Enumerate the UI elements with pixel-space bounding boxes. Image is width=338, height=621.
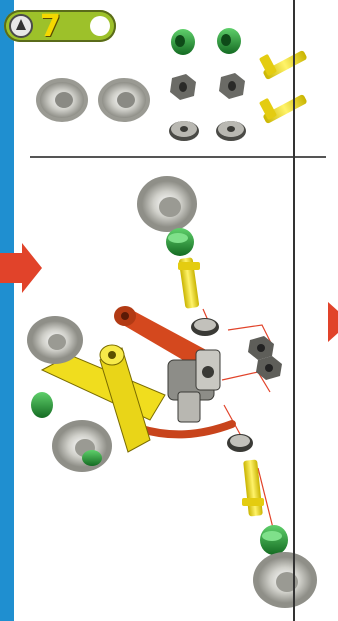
- bottom-green-hub: [260, 525, 288, 555]
- top-washer: [191, 318, 219, 336]
- left-upper-wheel: [27, 316, 83, 364]
- tray-hex-nut-1: [170, 74, 196, 100]
- red-tie-rod: [138, 424, 232, 434]
- tray-axle-bolt-2: [259, 94, 308, 124]
- tray-washer-1: [169, 121, 199, 141]
- knuckle-hex-nut-1: [248, 336, 274, 360]
- page-fold-line: [293, 0, 295, 621]
- tray-green-hub-2: [217, 28, 241, 54]
- prev-page-arrow: [0, 243, 42, 293]
- bottom-axle-bolt: [242, 459, 264, 516]
- tray-green-hub-1: [171, 29, 195, 55]
- next-page-arrow: [328, 302, 338, 342]
- left-green-hub: [31, 392, 53, 418]
- knuckle-hex-nut-2: [256, 356, 282, 380]
- bottom-wheel: [253, 552, 317, 608]
- steering-knuckle: [168, 350, 220, 422]
- top-axle-bolt: [178, 257, 200, 308]
- tray-tire-1: [36, 78, 88, 122]
- tray-hex-nut-2: [219, 73, 245, 99]
- left-lower-wheel: [52, 420, 112, 472]
- tray-washer-2: [216, 121, 246, 141]
- tray-tire-2: [98, 78, 150, 122]
- top-wheel: [137, 176, 197, 232]
- lower-green-hub: [82, 450, 102, 466]
- top-green-hub: [166, 228, 194, 256]
- bottom-washer: [227, 434, 253, 452]
- tray-axle-bolt-1: [259, 50, 308, 80]
